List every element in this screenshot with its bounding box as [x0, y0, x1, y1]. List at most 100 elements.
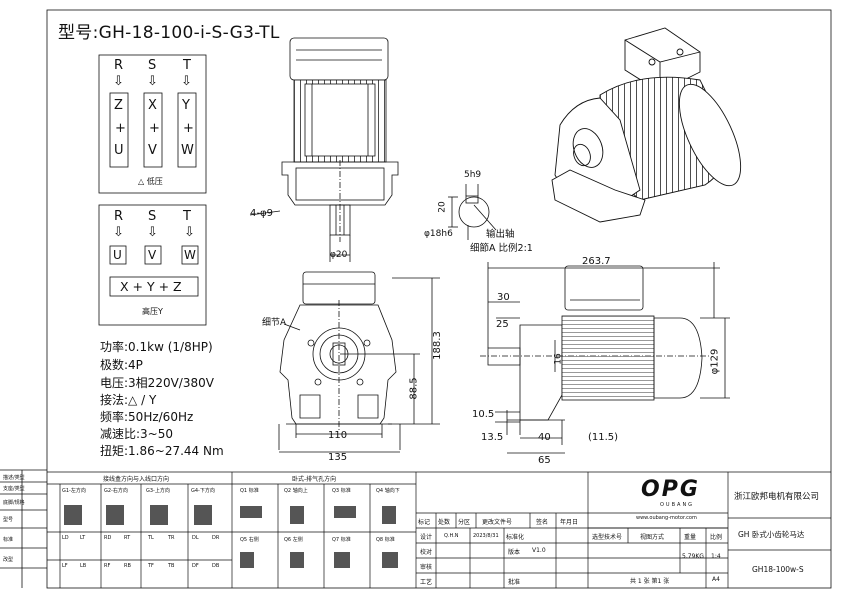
- dim-13-5: 13.5: [481, 432, 504, 443]
- row-std: 标准化: [506, 534, 525, 541]
- code: RB: [124, 563, 131, 569]
- margin-label: 型号: [3, 517, 14, 523]
- arrow-icon: ⇩: [181, 74, 192, 89]
- dim-width: 135: [328, 452, 348, 463]
- box-view-g1: G1-左方向: [62, 488, 86, 494]
- hv-terminal-u: U: [113, 248, 122, 262]
- design-date: 2023/8/31: [473, 533, 499, 539]
- hv-star: X + Y + Z: [120, 279, 182, 294]
- arrow-icon: ⇩: [113, 74, 124, 89]
- weight-value: 5.79KG: [682, 553, 704, 560]
- rev-header: 年月日: [560, 519, 579, 526]
- mount-view: Q8 标准: [376, 537, 395, 543]
- code: LD: [62, 535, 69, 541]
- spec-connection: 接法:△ / Y: [100, 393, 157, 407]
- row-std: 版本: [508, 549, 521, 556]
- row-label: 设计: [420, 534, 433, 541]
- code: DF: [192, 563, 199, 569]
- view-label: 视图方式: [640, 534, 665, 541]
- hv-terminal-v: V: [148, 248, 157, 262]
- code: TR: [168, 535, 175, 541]
- lv-cell: +: [183, 121, 194, 136]
- code: DR: [212, 535, 220, 541]
- weight-label: 重量: [684, 534, 697, 541]
- lv-cell: +: [115, 121, 126, 136]
- detail-label: 细节A: [262, 318, 287, 328]
- margin-label: 描述/类型: [3, 475, 25, 481]
- code: RF: [104, 563, 111, 569]
- lv-cell: Y: [182, 98, 190, 113]
- spec-frequency: 频率:50Hz/60Hz: [100, 410, 194, 424]
- lv-phase-t: T: [183, 58, 191, 73]
- rev-header: 处数: [438, 519, 451, 526]
- dim-hole-span: 110: [328, 430, 348, 441]
- dim-axis-height: 88.5: [408, 377, 420, 400]
- lv-cell: Z: [114, 98, 123, 113]
- company-logo: OPG: [641, 477, 700, 502]
- logo-sub: OUBANG: [660, 502, 695, 508]
- box-view-g2: G2-右方向: [104, 488, 128, 494]
- model-title: 型号:GH-18-100-i-S-G3-TL: [58, 23, 280, 43]
- scale-label: 比例: [710, 534, 723, 541]
- mount-view: Q4 轴向下: [376, 488, 400, 494]
- arrow-icon: ⇩: [113, 225, 124, 240]
- spec-poles: 极数:4P: [100, 358, 143, 372]
- shaft-dia: φ18h6: [424, 229, 453, 239]
- dim-30: 30: [497, 292, 510, 303]
- paper-size: A4: [712, 576, 720, 583]
- margin-label: 支座/类型: [3, 486, 25, 492]
- mount-view: Q2 轴向上: [284, 488, 308, 494]
- hv-caption: 高压Y: [142, 307, 163, 316]
- sheet-count: 共 1 张 第1 张: [630, 578, 670, 585]
- lv-cell: X: [148, 98, 157, 113]
- margin-label: 改型: [3, 557, 14, 563]
- row-label: 工艺: [420, 579, 433, 586]
- designer: Q.H.N: [444, 533, 459, 539]
- code: LB: [80, 563, 87, 569]
- rev-header: 签名: [536, 519, 549, 526]
- drawing-code: GH18-100w-S: [752, 565, 804, 574]
- rev-header: 标记: [418, 519, 431, 526]
- mount-view: Q3 标准: [332, 488, 351, 494]
- lv-caption: △ 低压: [138, 177, 163, 186]
- code: TL: [148, 535, 154, 541]
- shaft-key: 5h9: [464, 170, 482, 180]
- lv-cell: +: [149, 121, 160, 136]
- mount-view: Q1 标准: [240, 488, 259, 494]
- company-name: 浙江欧邦电机有限公司: [734, 492, 820, 502]
- mount-title: 卧式-排气孔方向: [292, 476, 337, 483]
- dim-length: 263.7: [582, 256, 611, 267]
- dim-129: φ129: [709, 348, 721, 375]
- end-view: [278, 271, 440, 453]
- lv-phase-r: R: [114, 58, 124, 73]
- shaft-detail: [448, 184, 497, 240]
- box-view-g4: G4-下方向: [191, 488, 215, 494]
- dim-shaft: φ20: [330, 250, 348, 260]
- isometric-view: [551, 27, 742, 223]
- title-block-grid: [47, 471, 831, 588]
- scale-value: 1:4: [711, 553, 721, 560]
- legend-thumbnails: [64, 505, 398, 568]
- arrow-icon: ⇩: [184, 225, 195, 240]
- code: DL: [192, 535, 199, 541]
- dim-25: 25: [496, 319, 509, 330]
- spec-power: 功率:0.1kw (1/8HP): [100, 340, 213, 354]
- mount-view: Q6 左侧: [284, 537, 303, 543]
- low-voltage-wiring: [98, 54, 207, 194]
- shaft-h: 20: [437, 201, 448, 213]
- lv-cell: V: [148, 143, 157, 158]
- row-label: 审核: [420, 564, 433, 571]
- mount-view: Q5 右侧: [240, 537, 259, 543]
- hv-phase-s: S: [148, 209, 157, 224]
- front-view: [249, 37, 399, 262]
- spec-torque: 扭矩:1.86~27.44 Nm: [100, 444, 224, 458]
- mount-view: Q7 标准: [332, 537, 351, 543]
- side-view: [480, 262, 730, 454]
- code: RT: [124, 535, 131, 541]
- row-label: 校对: [420, 549, 433, 556]
- code: LF: [62, 563, 68, 569]
- dim-16: 16: [553, 353, 564, 365]
- dim-40: 40: [538, 432, 551, 443]
